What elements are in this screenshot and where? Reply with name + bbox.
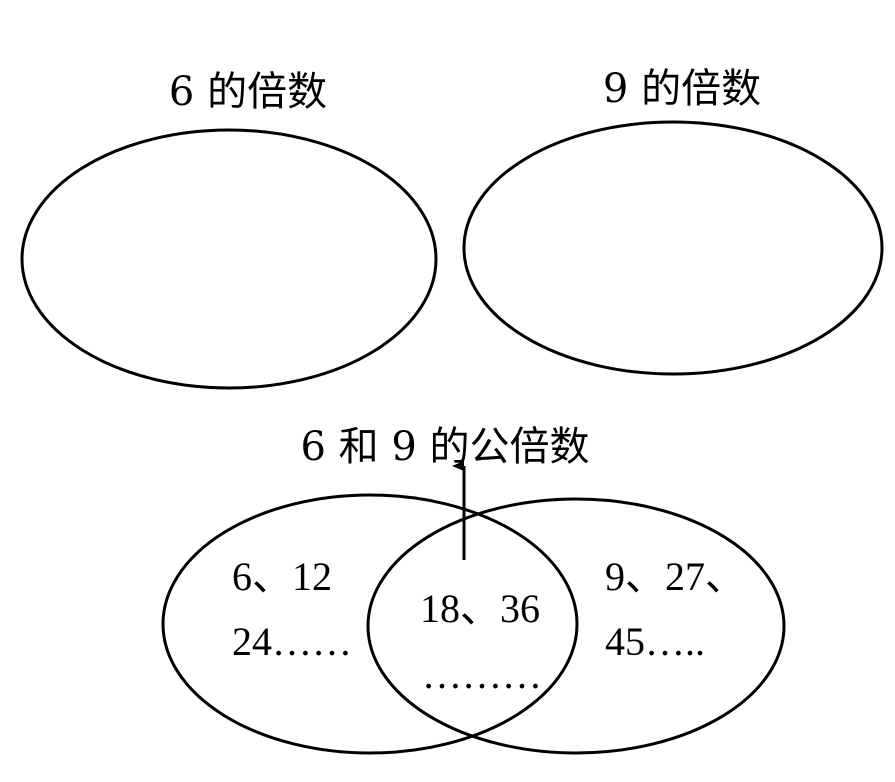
right-region-line-1: 9、27、 bbox=[605, 554, 745, 599]
venn-left-ellipse bbox=[161, 493, 579, 755]
venn-right-ellipse bbox=[366, 497, 786, 755]
common-multiples-title: 6 和 9 的公倍数 bbox=[300, 424, 589, 470]
six-multiples-ellipse bbox=[20, 128, 438, 390]
nine-multiples-ellipse bbox=[462, 120, 884, 376]
right-region-line-2: 45….. bbox=[605, 619, 705, 664]
left-region-line-1: 6、12 bbox=[232, 554, 332, 599]
nine-multiples-title: 9 的倍数 bbox=[603, 66, 761, 112]
six-multiples-title: 6 的倍数 bbox=[169, 69, 327, 115]
intersection-line-2: ……… bbox=[422, 652, 542, 697]
left-region-line-2: 24…… bbox=[232, 619, 352, 664]
intersection-line-1: 18、36 bbox=[420, 586, 540, 631]
